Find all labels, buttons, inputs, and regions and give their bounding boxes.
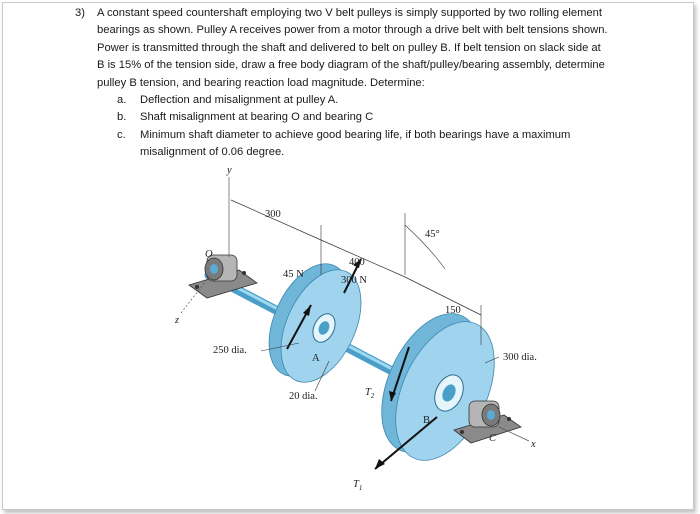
question-statement: A constant speed countershaft employing … [97, 5, 645, 92]
pulley-a [268, 263, 362, 383]
part-text: Minimum shaft diameter to achieve good b… [140, 128, 571, 141]
dimension-300-label: 300 [265, 209, 281, 220]
part-c: c. Minimum shaft diameter to achieve goo… [97, 127, 657, 162]
dimension-150-label: 150 [445, 305, 461, 316]
pulley-a-label: A [312, 353, 320, 364]
leader-250-dia [260, 342, 300, 352]
diameter-300-label: 300 dia. [503, 352, 537, 363]
pulley-b-label: B [423, 415, 430, 426]
part-label: a. [117, 94, 127, 106]
part-label: c. [117, 128, 126, 141]
tension-t2-label: T2 [365, 387, 375, 400]
tension-t1-symbol: T [353, 479, 360, 490]
bearing-c [453, 400, 522, 444]
question-number: 3) [75, 7, 85, 19]
dimension-300-line [230, 199, 322, 241]
force-45n-label: 45 N [283, 269, 304, 280]
tension-t1-label: T1 [353, 479, 362, 492]
force-300n-label: 300 N [341, 275, 367, 286]
x-axis-line [498, 426, 530, 442]
tension-t1-arrow [374, 416, 438, 470]
part-text: Shaft misalignment at bearing O and bear… [140, 111, 374, 124]
statement-line: pulley B tension, and bearing reaction l… [97, 76, 425, 89]
tension-t2-subscript: 2 [371, 392, 375, 400]
angle-arc [404, 224, 446, 270]
part-b: b. Shaft misalignment at bearing O and b… [97, 109, 657, 126]
origin-label: O [205, 249, 213, 260]
shaft-assembly-figure: y z x O A B C 300 400 150 45° 45 N 300 N… [169, 165, 559, 505]
part-label: b. [117, 111, 127, 124]
statement-line: bearings as shown. Pulley A receives pow… [97, 24, 608, 37]
part-text: Deflection and misalignment at pulley A. [140, 94, 339, 106]
tension-t2-arrow [390, 346, 410, 402]
shaft-diagram: y z x O A B C 300 400 150 45° 45 N 300 N… [174, 165, 537, 492]
part-text-continuation: misalignment of 0.06 degree. [140, 146, 285, 159]
dimension-150-line [404, 276, 482, 316]
dimension-400-label: 400 [349, 257, 365, 268]
bearing-o [188, 254, 258, 299]
diameter-250-label: 250 dia. [213, 345, 247, 356]
leader-20-dia [314, 360, 330, 392]
x-axis-label: x [530, 439, 536, 450]
diameter-20-label: 20 dia. [289, 391, 318, 402]
z-axis-label: z [174, 315, 179, 326]
tension-t2-symbol: T [365, 387, 372, 398]
statement-line: Power is transmitted through the shaft a… [97, 41, 601, 54]
statement-line: B is 15% of the tension side, draw a fre… [97, 59, 605, 72]
statement-line: A constant speed countershaft employing … [97, 7, 602, 19]
part-a: a. Deflection and misalignment at pulley… [97, 92, 657, 109]
dimension-400-line [320, 239, 406, 278]
angle-45-label: 45° [425, 229, 440, 240]
bearing-c-label: C [489, 433, 497, 444]
pulley-b [381, 313, 495, 461]
question-card: 3) A constant speed countershaft employi… [2, 2, 694, 510]
tension-t1-subscript: 1 [359, 484, 363, 492]
question-parts-list: a. Deflection and misalignment at pulley… [97, 92, 657, 162]
leader-300-dia [484, 356, 500, 364]
y-axis-label: y [226, 165, 232, 176]
